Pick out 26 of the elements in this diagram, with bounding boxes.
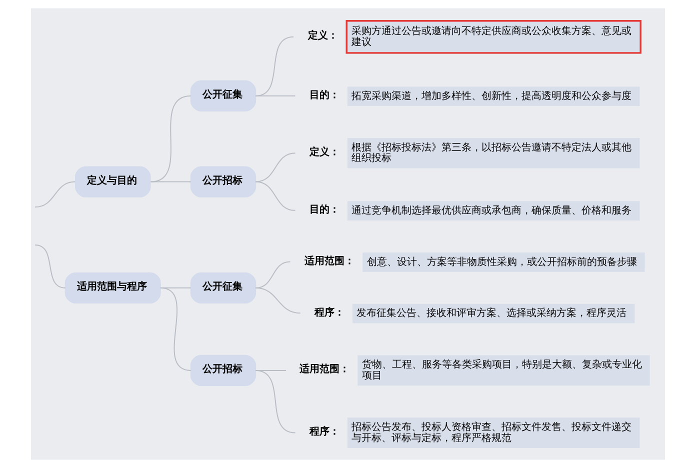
connector (256, 370, 296, 434)
node-box: 公开征集 (190, 272, 256, 304)
node-label: 目的： (310, 90, 340, 102)
node-box: 公开招标 (190, 354, 256, 386)
node-label: 程序： (314, 307, 345, 318)
node-label: 适用范围： (304, 256, 355, 267)
connector (34, 181, 76, 208)
node-box: 适用范围与程序 (64, 272, 161, 304)
node-label: 目的： (310, 204, 340, 216)
node-box: 定义与目的 (74, 166, 151, 198)
connector (160, 287, 191, 371)
node-box: 公开招标 (190, 166, 256, 198)
node-label: 定义： (310, 146, 340, 158)
connector (256, 152, 296, 182)
node-box: 公开征集 (190, 80, 256, 112)
connector (256, 287, 300, 314)
node-label: 程序： (310, 426, 340, 438)
node-label: 适用范围： (299, 364, 350, 376)
connector (256, 95, 296, 96)
connector (150, 181, 191, 182)
node-label: 定义： (308, 30, 338, 42)
connector (256, 181, 296, 211)
connector (34, 244, 66, 288)
connector (256, 261, 290, 288)
connector (256, 36, 294, 96)
connector (150, 95, 191, 182)
